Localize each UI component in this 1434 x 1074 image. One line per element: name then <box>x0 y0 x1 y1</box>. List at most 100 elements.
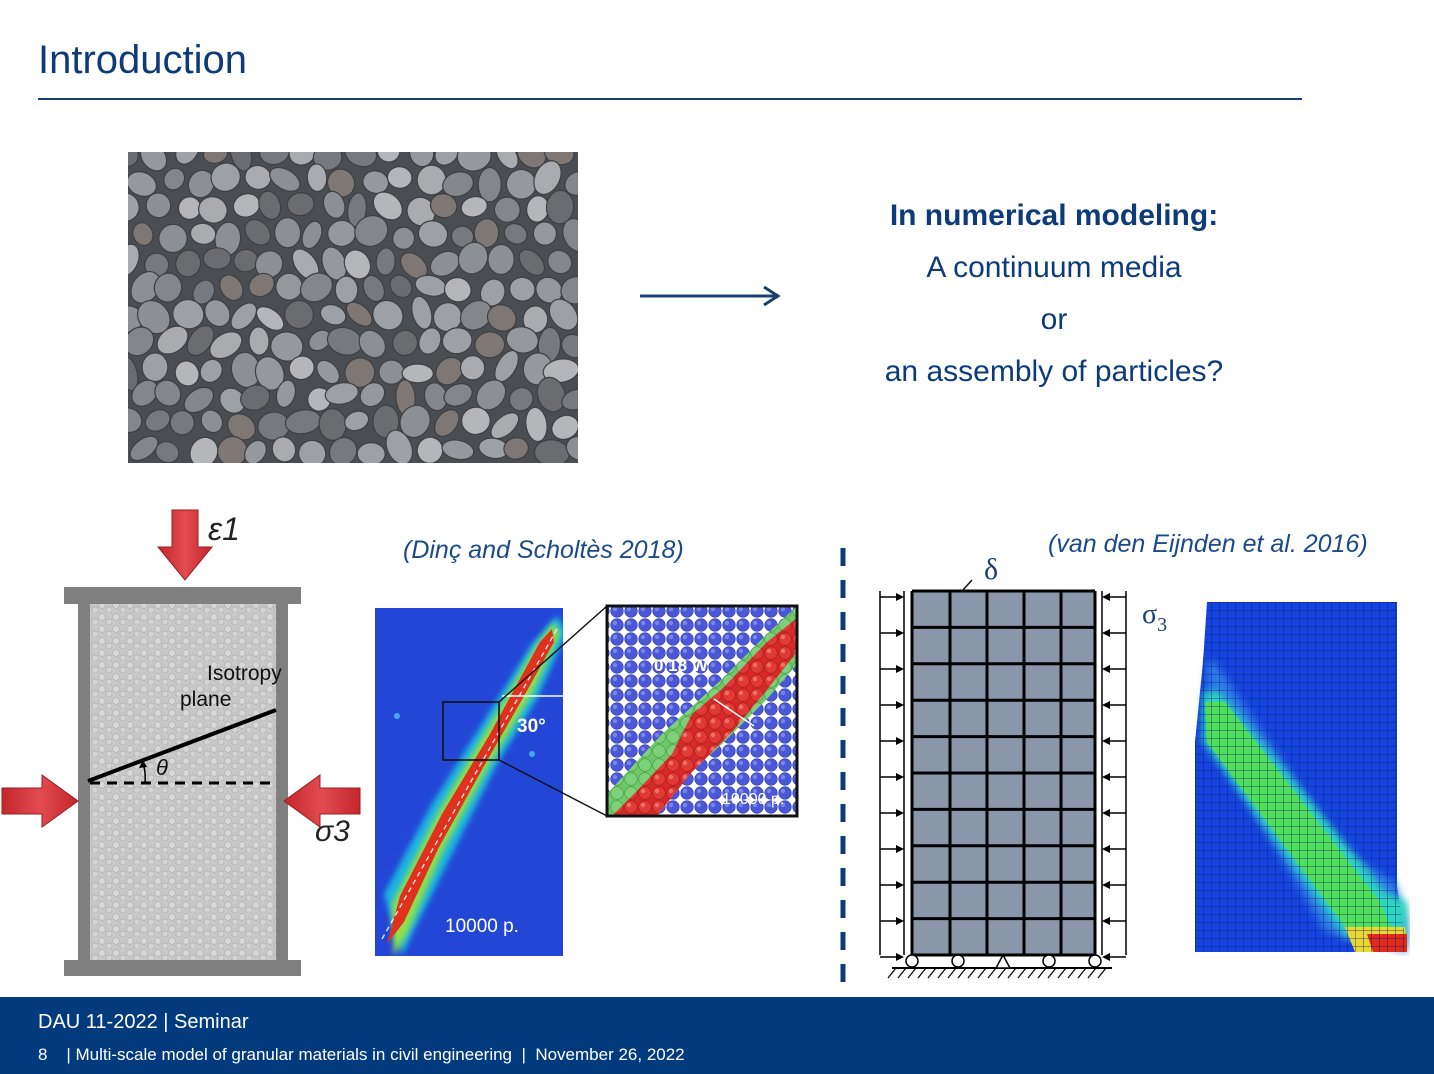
arrowhead <box>1102 629 1110 637</box>
pebble <box>474 331 506 359</box>
triaxial-figure: Isotropy plane θ ε1 σ3 <box>0 505 362 980</box>
pebble <box>495 152 519 170</box>
pebble <box>269 166 301 192</box>
dem-figure: 30° 10000 p. 0.18 W 10000 p. <box>372 604 802 960</box>
arrowhead <box>896 953 904 961</box>
question-line-3: an assembly of particles? <box>884 355 1224 388</box>
pebble <box>298 439 327 463</box>
pebble <box>199 358 223 384</box>
arrowhead <box>896 593 904 601</box>
arrowhead <box>896 665 904 673</box>
arrowhead <box>896 629 904 637</box>
pebble <box>175 249 202 278</box>
pebble <box>155 440 180 463</box>
pebble <box>542 358 578 384</box>
pin-support <box>994 953 1012 969</box>
pebble <box>139 152 168 172</box>
pebble <box>128 171 157 197</box>
pebble <box>219 274 244 302</box>
pebble <box>565 435 578 462</box>
pebble <box>217 435 248 463</box>
pebble <box>154 379 182 407</box>
pebble <box>532 221 558 246</box>
isotropy-label-2: plane <box>180 688 231 711</box>
pebble <box>408 152 435 168</box>
pebble <box>561 333 578 359</box>
theta-label: θ <box>156 755 168 780</box>
dem-citation: (Dinç and Scholtès 2018) <box>403 536 684 564</box>
pebble <box>547 249 573 275</box>
slide-footer: DAU 11-2022 | Seminar 8 | Multi-scale mo… <box>0 997 1434 1074</box>
pebble <box>417 220 449 248</box>
pebble <box>551 414 578 441</box>
pebble <box>486 304 517 332</box>
pebble <box>271 436 297 463</box>
arrowhead <box>1102 701 1110 709</box>
pebble <box>560 276 578 305</box>
pebble <box>209 331 243 360</box>
pebble <box>131 379 159 407</box>
pebble <box>273 217 302 249</box>
pebble <box>128 407 143 434</box>
ground-hatch <box>1067 967 1077 979</box>
pebble <box>229 152 253 172</box>
pebble <box>376 152 401 163</box>
pebble <box>487 243 515 276</box>
vertical-divider <box>840 548 846 994</box>
ground-hatch <box>1097 967 1107 979</box>
pebble <box>198 196 228 224</box>
ground-hatch <box>1017 967 1027 979</box>
pebble <box>240 384 271 411</box>
pebbles-photo <box>128 152 578 463</box>
arrowhead <box>1102 809 1110 817</box>
pebble <box>359 382 386 408</box>
title-underline <box>38 98 1302 100</box>
pebble <box>548 298 578 331</box>
pebble <box>219 387 246 414</box>
pebble <box>385 429 414 463</box>
pebble <box>175 152 200 165</box>
pebble <box>316 359 341 385</box>
fem-citation: (van den Eijnden et al. 2016) <box>1048 530 1368 558</box>
arrowhead <box>1102 773 1110 781</box>
ground-hatch <box>1057 967 1067 979</box>
pebble <box>258 152 290 166</box>
pebble <box>372 404 400 439</box>
pebble <box>254 356 285 391</box>
pebble <box>156 325 189 355</box>
arrowhead <box>896 809 904 817</box>
pebble <box>503 222 528 245</box>
pebble <box>200 409 224 434</box>
pebble <box>169 410 195 436</box>
footer-page-line: 8 | Multi-scale model of granular materi… <box>38 1045 685 1064</box>
triaxial-diagram: Isotropy plane θ ε1 σ3 <box>1 509 361 976</box>
fem-contour-figure <box>1195 602 1410 956</box>
ground-hatch <box>977 967 987 979</box>
pebble <box>533 160 562 196</box>
ground-hatch <box>887 967 897 979</box>
pebble <box>477 166 502 203</box>
pebble <box>354 214 389 248</box>
pebble <box>174 360 200 387</box>
pebble <box>441 439 475 461</box>
pebble <box>443 383 473 407</box>
pebble <box>163 167 186 191</box>
pebble <box>536 376 566 413</box>
ground-hatch <box>1077 967 1087 979</box>
isotropy-label-1: Isotropy <box>207 662 282 685</box>
pebble <box>128 152 140 167</box>
pebble <box>158 223 188 254</box>
pebble <box>372 299 404 331</box>
pebble <box>230 302 258 331</box>
ground-hatch <box>1047 967 1057 979</box>
pebble <box>275 379 296 408</box>
pebble <box>128 191 140 223</box>
fem-mesh-figure: δ σ3 <box>872 555 1177 985</box>
pebble <box>443 276 472 303</box>
pebble <box>386 166 413 189</box>
pebble <box>450 225 475 248</box>
right-arrow-icon <box>640 285 781 307</box>
pebble <box>183 386 215 414</box>
roller-support <box>1088 954 1102 968</box>
pebble <box>375 247 396 276</box>
